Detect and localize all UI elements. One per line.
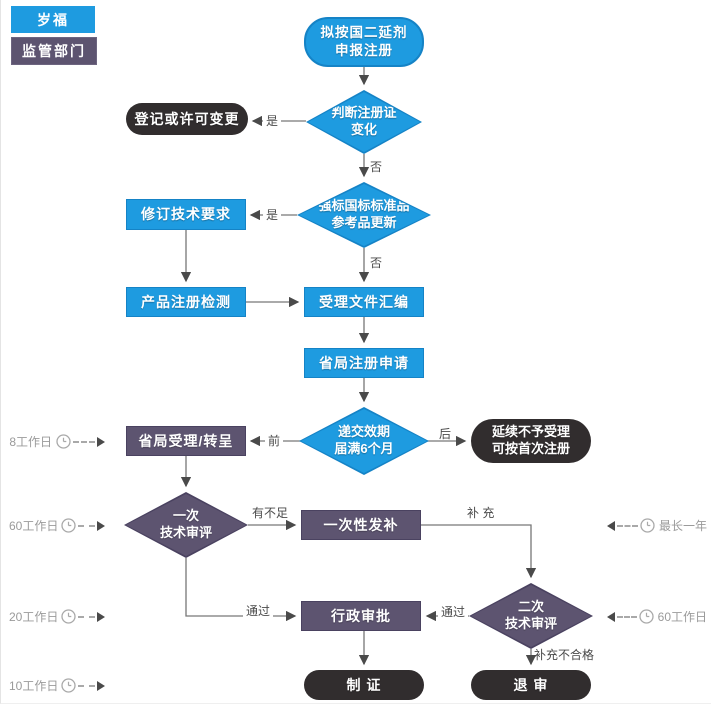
node-reg-or-license-change: 登记或许可变更	[126, 103, 248, 135]
edge-label-pass2: 通过	[438, 603, 469, 620]
node-product-registration-test: 产品注册检测	[126, 287, 246, 317]
clock-icon	[640, 518, 655, 533]
timeline-label: 最长一年	[658, 519, 707, 533]
legend-applicant-label: 岁福	[37, 11, 69, 28]
timeline-label: 10工作日	[9, 679, 59, 693]
timeline-right-1: 最长一年	[607, 517, 707, 534]
node-provincial-acceptance: 省局受理/转呈	[126, 426, 246, 456]
dashed-line	[73, 440, 95, 443]
timeline-label: 8工作日	[9, 435, 52, 449]
edge-label-std-yes: 是	[263, 206, 282, 223]
node-issue-certificate: 制 证	[304, 670, 424, 700]
edge-label-std-no: 否	[370, 256, 383, 270]
node-provincial-application: 省局注册申请	[304, 348, 424, 378]
edge-label-deficient: 有不足	[252, 506, 289, 520]
timeline-left-1: 8工作日	[9, 433, 105, 450]
edge-label-cert-yes: 是	[263, 112, 282, 129]
arrow-right-icon	[97, 520, 105, 531]
node-administrative-approval: 行政审批	[301, 601, 421, 631]
edge-supplement-to-review2	[421, 524, 537, 579]
edge-label-pass1: 通过	[243, 602, 274, 619]
dashed-line	[617, 615, 637, 618]
node-reject-review: 退 审	[471, 670, 591, 700]
node-acceptance-dossier: 受理文件汇编	[304, 287, 424, 317]
edge-review1-to-approval	[185, 558, 297, 622]
node-start: 拟按国二延剂 申报注册	[304, 17, 424, 67]
dashed-line	[617, 524, 639, 527]
timeline-label: 20工作日	[9, 610, 59, 624]
legend-regulator-label: 监管部门	[22, 43, 86, 59]
arrow-right-icon	[97, 611, 105, 622]
timeline-left-3: 20工作日	[9, 608, 105, 625]
legend-regulator-badge: 监管部门	[11, 37, 97, 65]
edge-label-cert-no: 否	[370, 160, 383, 174]
legend-applicant-badge: 岁福	[11, 6, 95, 33]
edge-label-supplement: 补 充	[467, 506, 495, 520]
dashed-line	[78, 684, 95, 687]
arrow-left-icon	[607, 520, 615, 531]
arrow-right-icon	[97, 436, 105, 447]
timeline-right-2: 60工作日	[607, 608, 707, 625]
clock-icon	[61, 609, 77, 624]
node-one-time-supplement: 一次性发补	[301, 510, 421, 540]
node-no-renewal-first-registration: 延续不予受理 可按首次注册	[471, 419, 591, 463]
clock-icon	[639, 609, 654, 624]
dashed-line	[78, 524, 95, 527]
timeline-left-2: 60工作日	[9, 517, 105, 534]
dashed-line	[78, 615, 95, 618]
clock-icon	[56, 434, 71, 449]
timeline-label: 60工作日	[657, 610, 707, 624]
edge-label-supplement-fail: 补充不合格	[534, 648, 595, 662]
arrow-right-icon	[97, 680, 105, 691]
edge-label-after: 后	[439, 427, 452, 441]
arrow-left-icon	[607, 611, 615, 622]
edge-label-before: 前	[265, 432, 284, 449]
clock-icon	[61, 518, 77, 533]
timeline-left-4: 10工作日	[9, 677, 105, 694]
timeline-label: 60工作日	[9, 519, 59, 533]
node-revise-tech-requirements: 修订技术要求	[126, 199, 246, 230]
clock-icon	[61, 678, 77, 693]
